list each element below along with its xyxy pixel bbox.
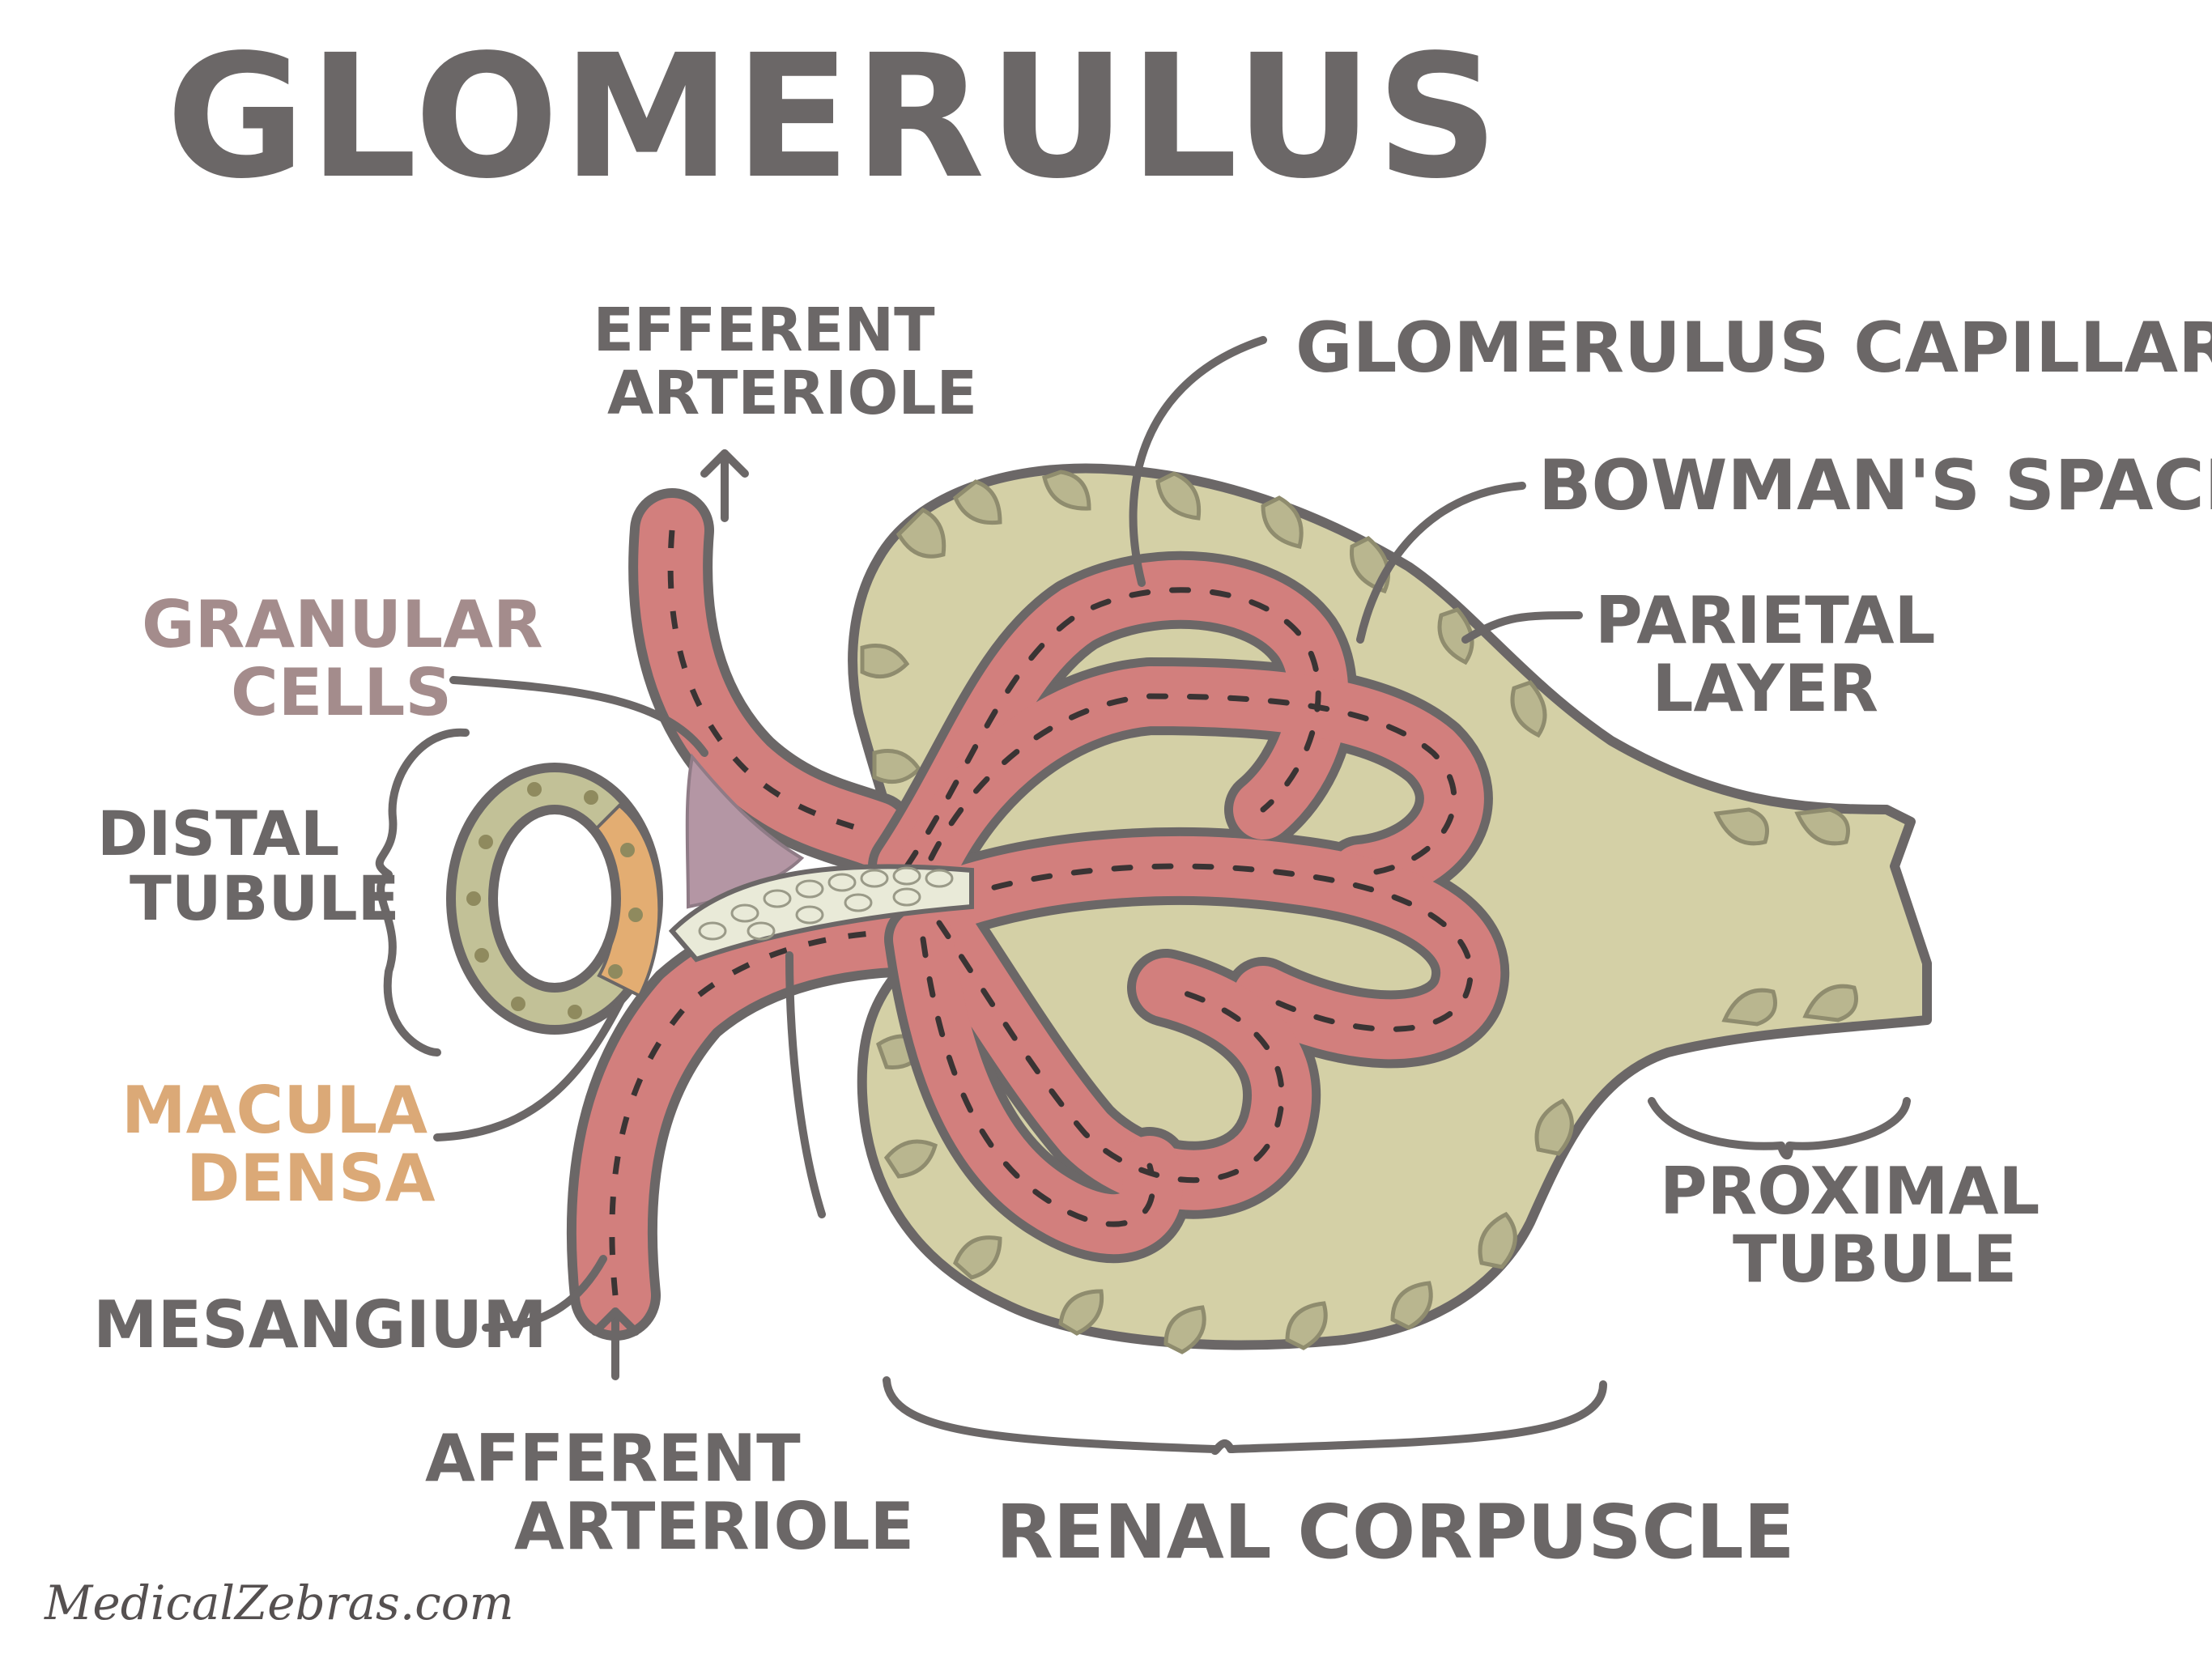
- parietal-line-2: LAYER: [1652, 651, 1878, 726]
- proximal-line-1: PROXIMAL: [1660, 1154, 2040, 1229]
- granular-line-2: CELLS: [231, 655, 452, 730]
- watermark: MedicalZebras.com: [45, 1575, 514, 1630]
- mesangial-cell-pattern: [698, 866, 954, 941]
- efferent-line-2: ARTERIOLE: [607, 358, 978, 428]
- page-title: GLOMERULUS: [166, 18, 1502, 216]
- proximal-tubule-label: PROXIMAL TUBULE: [1660, 1158, 2040, 1294]
- macula-densa-label: MACULA DENSA: [121, 1077, 436, 1213]
- granular-cells-label: GRANULAR CELLS: [142, 591, 543, 727]
- renal-corpuscle-label: RENAL CORPUSCLE: [996, 1489, 1795, 1575]
- glomerulus-capillary-label: GLOMERULUS CAPILLARY: [1295, 308, 2212, 389]
- macula-line-1: MACULA: [121, 1073, 428, 1148]
- distal-line-1: DISTAL: [97, 797, 340, 869]
- efferent-arteriole-label: EFFERENT ARTERIOLE: [551, 295, 978, 428]
- distal-line-2: TUBULE: [130, 861, 400, 934]
- afferent-arteriole-label: AFFERENT ARTERIOLE: [425, 1425, 914, 1561]
- bowmans-space-label: BOWMAN'S SPACE: [1538, 445, 2212, 526]
- proximal-line-2: TUBULE: [1733, 1222, 2018, 1297]
- granular-line-1: GRANULAR: [142, 587, 543, 662]
- mesangium-label: MESANGIUM: [93, 1287, 547, 1363]
- efferent-line-1: EFFERENT: [593, 295, 935, 365]
- macula-line-2: DENSA: [186, 1141, 436, 1216]
- afferent-line-2: ARTERIOLE: [514, 1489, 915, 1564]
- parietal-layer-label: PARIETAL LAYER: [1595, 587, 1935, 723]
- afferent-line-1: AFFERENT: [425, 1421, 801, 1496]
- leader-lines: [375, 336, 1911, 1456]
- parietal-line-1: PARIETAL: [1595, 583, 1936, 658]
- distal-tubule-label: DISTAL TUBULE: [97, 801, 400, 931]
- distal-tubule-ring: [446, 763, 663, 1035]
